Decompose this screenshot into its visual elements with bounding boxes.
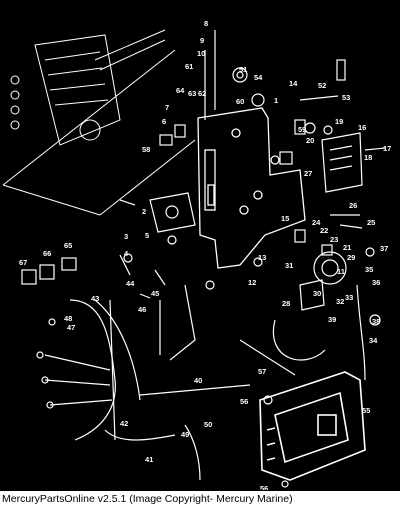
callout-40: 40 — [194, 376, 202, 385]
electrical-box-cover — [259, 371, 366, 481]
callout-14: 14 — [289, 79, 298, 88]
callout-62: 62 — [198, 89, 206, 98]
copyright-caption: MercuryPartsOnline v2.5.1 (Image Copyrig… — [0, 491, 400, 508]
callout-2: 2 — [142, 207, 146, 216]
callout-34: 34 — [369, 336, 378, 345]
callout-28: 28 — [282, 299, 290, 308]
callout-19: 19 — [335, 117, 343, 126]
callout-59: 59 — [298, 125, 306, 134]
callout-39: 39 — [328, 315, 336, 324]
callout-58: 58 — [142, 145, 150, 154]
callout-46: 46 — [138, 305, 146, 314]
callout-36: 36 — [372, 278, 380, 287]
callout-47: 47 — [67, 323, 75, 332]
callout-63: 63 — [188, 89, 196, 98]
callout-labels: 1 2 3 4 5 6 7 8 9 10 11 12 13 14 15 16 1… — [19, 19, 391, 490]
callout-15: 15 — [281, 214, 289, 223]
callout-53: 53 — [342, 93, 350, 102]
callout-6: 6 — [162, 117, 166, 126]
hardware — [21, 59, 386, 488]
callout-67: 67 — [19, 258, 27, 267]
callout-8: 8 — [204, 19, 208, 28]
callout-64: 64 — [176, 86, 185, 95]
callout-10: 10 — [197, 49, 205, 58]
inset-view — [2, 29, 196, 216]
solenoid-assembly — [299, 251, 347, 311]
callout-4: 4 — [124, 249, 129, 258]
callout-3: 3 — [124, 232, 128, 241]
callout-48: 48 — [64, 314, 72, 323]
mounting-plate — [197, 107, 306, 269]
callout-42: 42 — [120, 419, 128, 428]
callout-45: 45 — [151, 289, 159, 298]
callout-18: 18 — [364, 153, 372, 162]
callout-26: 26 — [349, 201, 357, 210]
callout-7: 7 — [165, 103, 169, 112]
callout-24: 24 — [312, 218, 321, 227]
callout-11: 11 — [337, 267, 345, 276]
callout-56-top: 56 — [240, 397, 248, 406]
callout-25: 25 — [367, 218, 375, 227]
callout-31: 31 — [285, 261, 293, 270]
ignition-coil — [149, 192, 196, 233]
callout-32: 32 — [336, 297, 344, 306]
callout-16: 16 — [358, 123, 366, 132]
callout-52: 52 — [318, 81, 326, 90]
callout-5: 5 — [145, 231, 149, 240]
callout-66: 66 — [43, 249, 51, 258]
callout-1: 1 — [274, 96, 278, 105]
control-module — [321, 132, 363, 193]
callout-33: 33 — [345, 293, 353, 302]
callout-17: 17 — [383, 144, 391, 153]
callout-44: 44 — [126, 279, 135, 288]
wiring-harness — [36, 299, 141, 441]
callout-60: 60 — [236, 97, 244, 106]
callout-27: 27 — [304, 169, 312, 178]
callout-38: 38 — [372, 317, 380, 326]
callout-30: 30 — [313, 289, 321, 298]
callout-21: 21 — [343, 243, 351, 252]
callout-55: 55 — [362, 406, 370, 415]
cables — [104, 30, 366, 481]
callout-41: 41 — [145, 455, 153, 464]
callout-23: 23 — [330, 235, 338, 244]
callout-37: 37 — [380, 244, 388, 253]
callout-51: 51 — [239, 65, 247, 74]
callout-56-bottom: 56 — [260, 484, 268, 490]
callout-65: 65 — [64, 241, 72, 250]
callout-35: 35 — [365, 265, 373, 274]
callout-43: 43 — [91, 294, 99, 303]
callout-12: 12 — [248, 278, 256, 287]
callout-57: 57 — [258, 367, 266, 376]
callout-50: 50 — [204, 420, 212, 429]
callout-49: 49 — [181, 430, 189, 439]
callout-9: 9 — [200, 36, 204, 45]
callout-29: 29 — [347, 253, 355, 262]
callout-54: 54 — [254, 73, 263, 82]
callout-61: 61 — [185, 62, 193, 71]
exploded-parts-diagram: 1 2 3 4 5 6 7 8 9 10 11 12 13 14 15 16 1… — [2, 19, 391, 490]
callout-22: 22 — [320, 226, 328, 235]
callout-13: 13 — [258, 253, 266, 262]
callout-20: 20 — [306, 136, 314, 145]
